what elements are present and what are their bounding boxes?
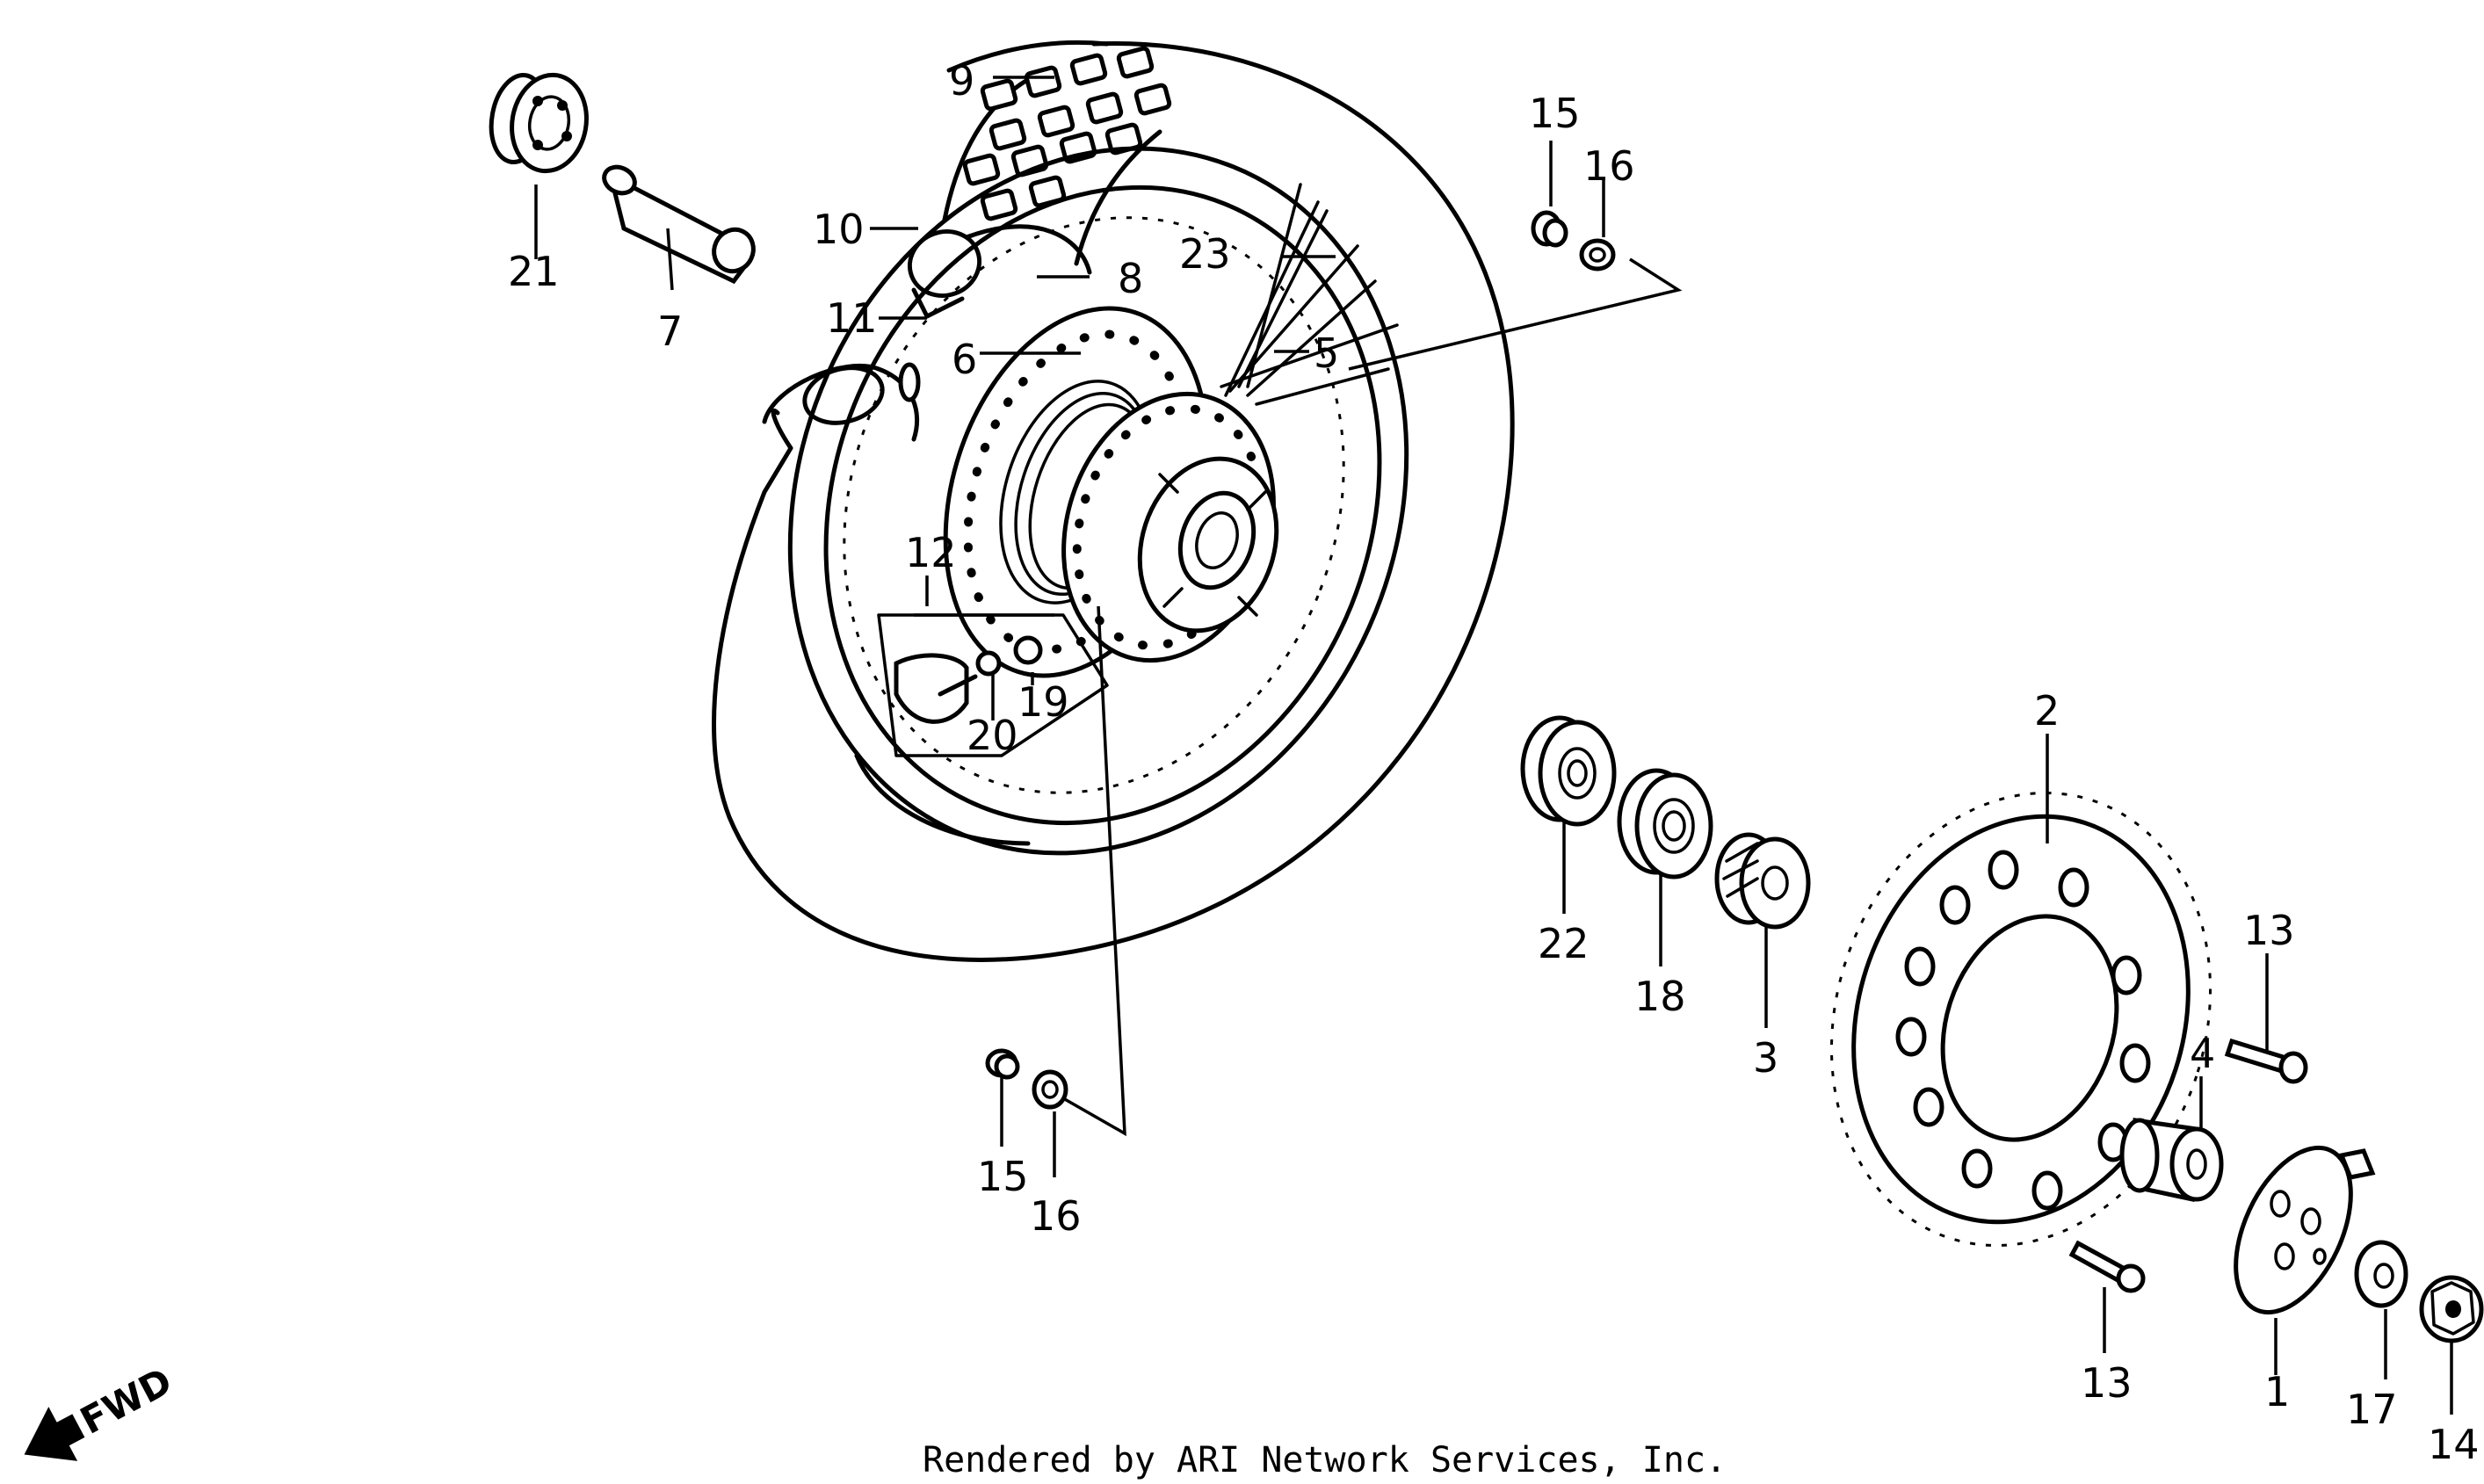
arrow-left-icon xyxy=(24,1407,85,1461)
callout-16a: 16 xyxy=(1583,142,1635,190)
leader-lines xyxy=(534,76,2453,1415)
callout-15b: 15 xyxy=(977,1153,1029,1200)
callout-5: 5 xyxy=(1314,329,1339,377)
spoke-nut-part-15-lower xyxy=(985,1048,1020,1080)
callout-11: 11 xyxy=(826,294,878,342)
bearing-part-22 xyxy=(1520,715,1617,827)
washer-part-16-upper xyxy=(1579,238,1616,271)
footer-credit: Rendered by ARI Network Services, Inc. xyxy=(923,1440,1727,1480)
sprocket-bolt-part-13-upper xyxy=(2224,1038,2308,1084)
callout-17: 17 xyxy=(2346,1386,2398,1433)
distance-collar-part-7 xyxy=(602,164,756,285)
callout-1: 1 xyxy=(2264,1368,2290,1415)
callout-7: 7 xyxy=(657,308,683,355)
callout-20: 20 xyxy=(967,712,1018,759)
callout-13b: 13 xyxy=(2081,1359,2133,1407)
callout-16b: 16 xyxy=(1030,1192,1082,1240)
callout-18: 18 xyxy=(1634,973,1686,1020)
washer-part-16-lower xyxy=(1032,1069,1068,1110)
callout-23: 23 xyxy=(1179,230,1231,278)
bearing-part-21 xyxy=(489,72,589,174)
callout-22: 22 xyxy=(1538,920,1590,967)
wheel-hub xyxy=(1061,391,1279,663)
oil-seal-part-18 xyxy=(1617,768,1713,880)
axle-nut-part-14 xyxy=(2419,1275,2484,1343)
callout-19: 19 xyxy=(1017,678,1069,726)
spoke-nut-part-15-upper xyxy=(1531,210,1568,248)
callout-9: 9 xyxy=(949,57,974,105)
callout-2: 2 xyxy=(2034,687,2060,735)
sprocket-plate-part-1 xyxy=(2234,1145,2376,1315)
callout-8: 8 xyxy=(1118,255,1143,302)
callout-3: 3 xyxy=(1753,1034,1778,1082)
callout-13a: 13 xyxy=(2243,907,2295,954)
callout-14: 14 xyxy=(2428,1421,2480,1468)
forward-direction-indicator: FWD xyxy=(24,1359,178,1461)
callout-15a: 15 xyxy=(1529,90,1581,137)
callout-labels: 1 2 3 4 5 6 7 8 9 10 11 12 13 13 14 15 1… xyxy=(508,57,2480,1468)
side-collar-part-3 xyxy=(1714,832,1811,930)
spokes xyxy=(1220,183,1399,406)
callout-21: 21 xyxy=(508,248,560,295)
callout-6: 6 xyxy=(952,336,977,383)
washer-part-17 xyxy=(2354,1240,2408,1308)
sprocket-bolt-part-13-lower xyxy=(2068,1240,2146,1293)
callout-12: 12 xyxy=(905,529,957,576)
tire-left-end xyxy=(762,362,921,442)
tire-tread-knobs xyxy=(962,46,1172,221)
final-driven-sprocket-part-2 xyxy=(1829,792,2212,1247)
valve-group-box xyxy=(877,613,1109,757)
callout-10: 10 xyxy=(813,206,865,253)
callout-4: 4 xyxy=(2190,1030,2215,1077)
axle-collar-part-4 xyxy=(2119,1118,2224,1203)
fwd-label: FWD xyxy=(73,1359,178,1443)
sprocket-bolt-holes xyxy=(1895,850,2151,1211)
